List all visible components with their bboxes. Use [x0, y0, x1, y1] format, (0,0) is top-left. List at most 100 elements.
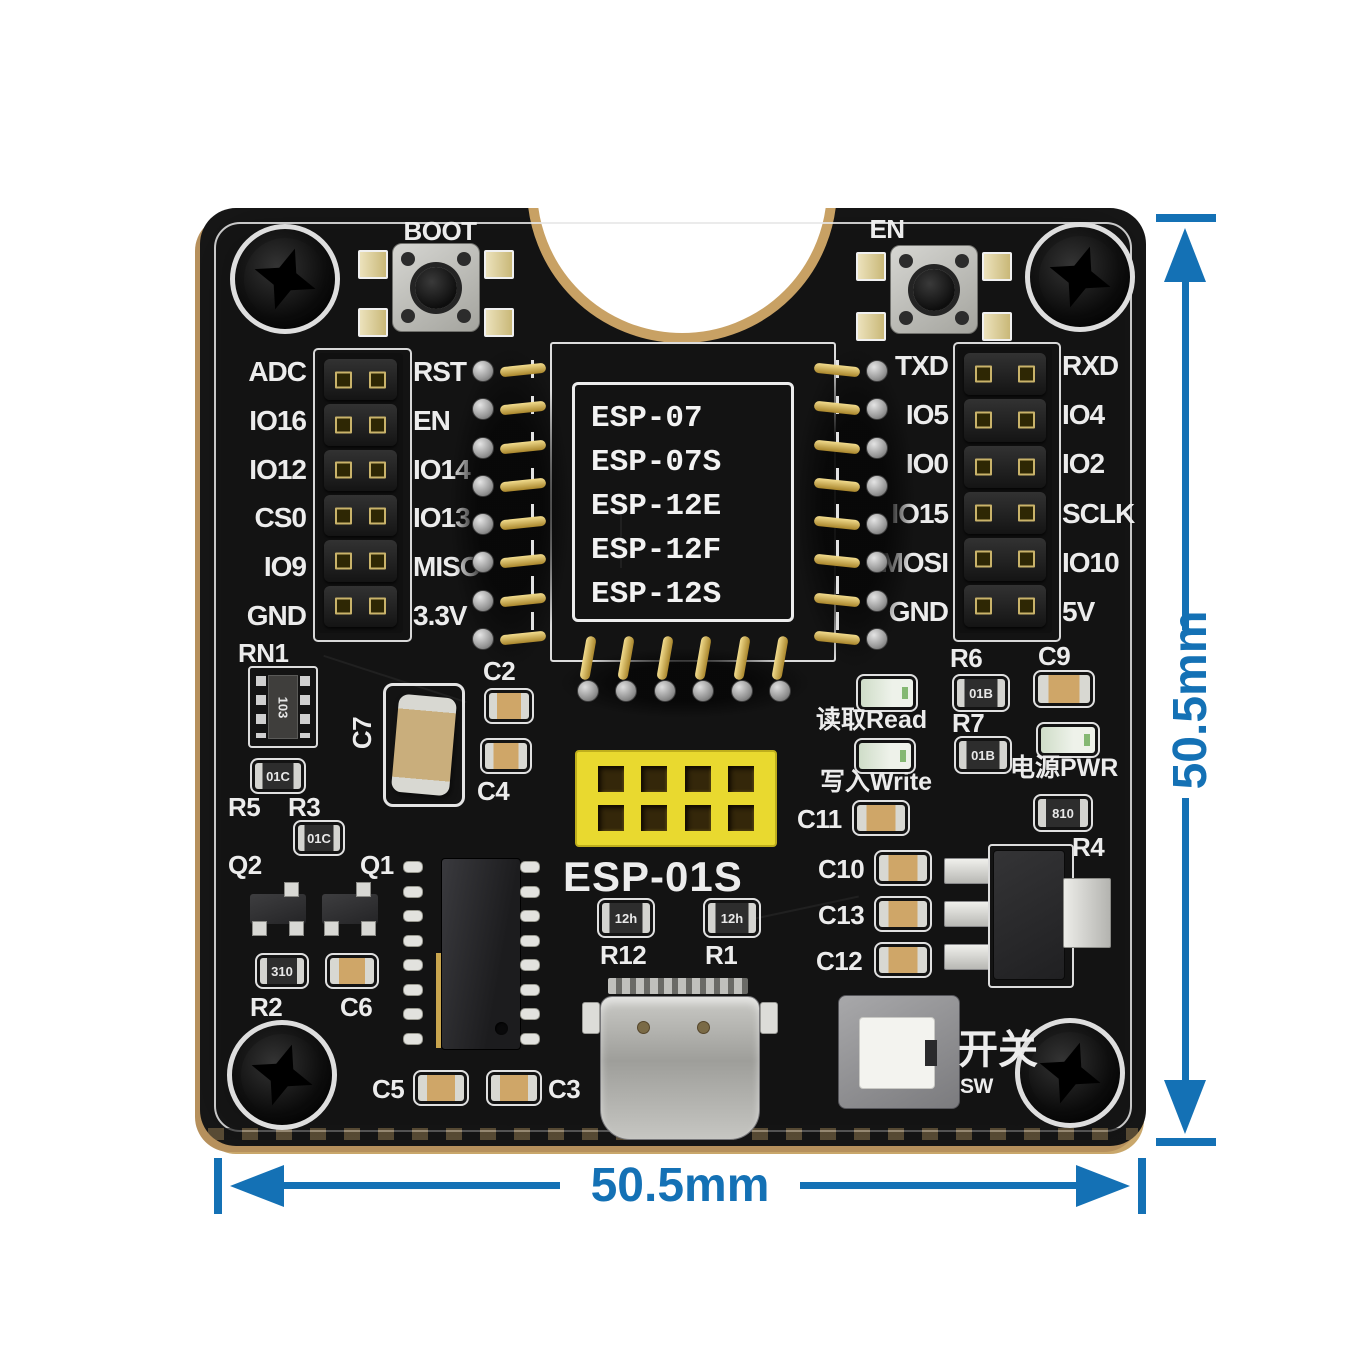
hole: [684, 804, 711, 831]
resistor-r12: 12h: [597, 898, 655, 938]
spad: [404, 886, 422, 897]
en-button: [890, 245, 978, 334]
pin-label: SCLK: [1062, 497, 1135, 529]
c2-label: C2: [483, 656, 516, 686]
solder-pad: [982, 252, 1012, 281]
c10-label: C10: [818, 854, 865, 884]
resistor-r2: 310: [255, 953, 309, 989]
hrow: [964, 445, 1046, 488]
rn1-marking: 103: [275, 696, 291, 718]
sotpad: [252, 921, 267, 936]
sotpad: [289, 921, 304, 936]
hole: [597, 804, 624, 831]
spad: [521, 935, 539, 946]
capacitor-c12: [874, 942, 932, 978]
r5-label: R5: [228, 792, 261, 822]
pcb-board: BOOT EN ADC IO16 IO12 CS0 IO9 GND RST EN…: [200, 208, 1146, 1146]
spad: [404, 911, 422, 922]
r12-label: R12: [600, 940, 647, 970]
hrow: [964, 538, 1046, 581]
capacitor-c10: [874, 850, 932, 886]
capacitor-c3: [486, 1070, 542, 1106]
pogo: [806, 358, 892, 382]
pogo: [468, 626, 554, 650]
regpad: [944, 944, 990, 970]
transistor-q1: [322, 882, 378, 936]
hole: [728, 804, 755, 831]
resistor-r1: 12h: [703, 898, 761, 938]
c11-label: C11: [797, 804, 842, 834]
pin-label: ADC: [248, 356, 307, 387]
solder-pad: [484, 308, 514, 337]
spad: [521, 1009, 539, 1020]
capacitor-c6: [325, 953, 379, 989]
screw-top-left: [230, 224, 340, 334]
spad: [521, 960, 539, 971]
module-name: ESP-12F: [591, 533, 722, 568]
pogo: [613, 636, 639, 706]
left-header: [318, 353, 403, 633]
write-led-label: 写入Write: [820, 768, 933, 796]
socket-label: ESP-01S: [563, 853, 743, 900]
soic-chip: [441, 858, 521, 1050]
power-led: [1036, 722, 1100, 758]
pogo: [806, 549, 892, 574]
c13-label: C13: [818, 900, 865, 930]
spad: [521, 1033, 539, 1044]
r2-label: R2: [250, 992, 283, 1022]
dim-height-top-bar: [1156, 214, 1216, 222]
hrow: [964, 491, 1046, 535]
pin-label: EN: [413, 404, 451, 436]
pogo: [575, 636, 601, 706]
soic-pads-left: [404, 862, 422, 1044]
pogo: [468, 396, 554, 421]
pogo: [806, 626, 892, 650]
solder-pad: [358, 308, 388, 337]
transistor-q2: [250, 882, 306, 936]
pcb-trace: [620, 508, 622, 568]
capacitor-c11: [852, 800, 910, 836]
usb-rivet: [697, 1021, 710, 1034]
sotpad: [324, 921, 339, 936]
rn1-label: RN1: [238, 638, 289, 668]
switch-label-cn: 开关: [958, 1028, 1038, 1072]
module-name: ESP-07: [591, 401, 703, 436]
hrow: [324, 359, 397, 401]
q2-label: Q2: [228, 850, 262, 880]
pin-label: IO2: [1062, 448, 1105, 480]
solder-pad: [856, 252, 886, 281]
dim-width-left-bar: [214, 1158, 222, 1214]
switch-button: [859, 1017, 937, 1089]
r7-label: R7: [952, 708, 985, 738]
en-button-label: EN: [869, 214, 905, 244]
dim-width-line-right: [800, 1182, 1082, 1189]
resistor-r3: 01C: [293, 820, 345, 856]
regulator-pads: [944, 858, 990, 970]
power-switch: [838, 995, 960, 1109]
usb-mount-pad: [582, 1002, 600, 1034]
voltage-regulator: [993, 850, 1065, 980]
screw-top-right: [1025, 222, 1135, 332]
pin-label: IO12: [249, 453, 307, 485]
spad: [404, 960, 422, 971]
c4-label: C4: [477, 776, 510, 806]
c7-body: [390, 693, 458, 797]
write-led: [854, 738, 916, 774]
sotpad: [284, 882, 299, 897]
dim-width-arrow-right: [1076, 1165, 1130, 1207]
screw-bottom-right: [1015, 1018, 1125, 1128]
hole: [597, 766, 624, 793]
pogo: [468, 473, 554, 497]
c9-label: C9: [1038, 641, 1071, 671]
pogo: [806, 396, 892, 421]
switch-label-en: SW: [960, 1075, 993, 1098]
c3-label: C3: [548, 1074, 581, 1104]
spad: [404, 935, 422, 946]
hrow: [964, 584, 1046, 627]
pogo: [806, 435, 892, 459]
read-led: [856, 674, 918, 712]
pin-label: IO4: [1062, 399, 1105, 431]
spad: [521, 911, 539, 922]
right-header-right-labels: RXD IO4 IO2 SCLK IO10 5V: [1062, 348, 1146, 630]
dim-width-line-left: [278, 1182, 560, 1189]
